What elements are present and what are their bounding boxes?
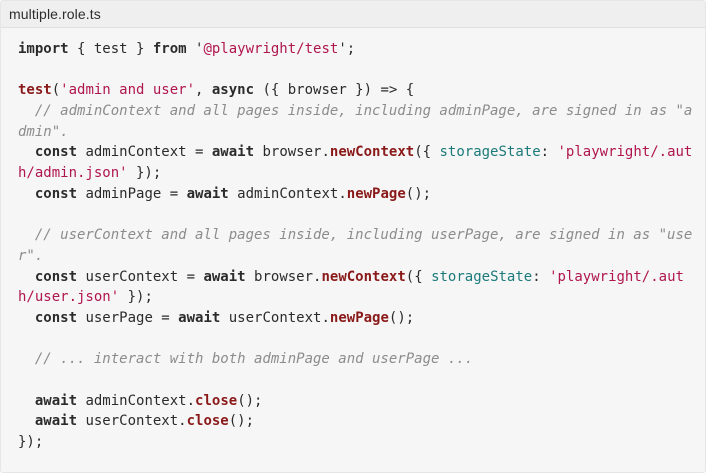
code-line: h/user.json' }); <box>18 287 692 308</box>
code-token: adminPage = <box>77 185 187 202</box>
code-token: await <box>34 392 78 409</box>
code-token: }); <box>18 434 44 451</box>
code-line: }); <box>18 432 692 453</box>
code-token: close <box>195 392 238 409</box>
code-token: 'playwright/.aut <box>549 268 684 285</box>
code-token: const <box>34 185 78 202</box>
code-token: await <box>203 268 246 285</box>
code-line <box>18 205 692 226</box>
code-token: (); <box>228 413 255 430</box>
code-token: adminContext. <box>228 185 347 202</box>
code-token: storageState <box>431 268 533 285</box>
code-token: newPage <box>329 309 389 326</box>
code-token: const <box>34 309 78 326</box>
code-token: ({ browser }) => { <box>254 82 415 99</box>
code-token: adminContext = <box>77 144 212 161</box>
code-token <box>18 393 35 409</box>
code-token: await <box>211 144 255 161</box>
code-token: newContext <box>321 268 406 285</box>
code-line: // ... interact with both adminPage and … <box>18 349 692 370</box>
code-token: 'admin and user' <box>60 82 196 99</box>
code-token <box>18 144 35 160</box>
code-token: browser. <box>254 144 330 161</box>
code-token <box>18 186 35 202</box>
code-token: '; <box>338 41 356 57</box>
code-token: 'playwright/.aut <box>557 144 693 161</box>
code-token: // adminContext and all pages inside, in… <box>18 103 693 120</box>
code-content[interactable]: import { test } from '@playwright/test';… <box>18 39 692 453</box>
code-line: await adminContext.close(); <box>18 391 692 412</box>
code-token: // ... interact with both adminPage and … <box>18 351 474 368</box>
code-line: const adminContext = await browser.newCo… <box>18 142 693 163</box>
code-line <box>18 60 692 81</box>
code-token: async <box>211 82 255 99</box>
code-token: newContext <box>329 144 415 161</box>
code-token: r". <box>18 247 44 264</box>
code-token: (); <box>388 309 415 326</box>
code-token: newPage <box>346 185 406 202</box>
code-token: from <box>152 41 187 57</box>
code-token: browser. <box>245 268 322 285</box>
code-line: r". <box>18 246 692 267</box>
code-token: storageState <box>439 144 541 161</box>
code-token: adminContext. <box>77 392 196 409</box>
code-line: const userContext = await browser.newCon… <box>18 267 692 288</box>
code-line: dmin". <box>18 122 692 143</box>
code-token: userPage = <box>77 309 179 326</box>
code-token: ( <box>51 82 61 99</box>
code-token: (); <box>405 185 432 202</box>
code-token: await <box>178 309 221 326</box>
code-line: // adminContext and all pages inside, in… <box>18 101 692 122</box>
code-line: await userContext.close(); <box>18 411 692 432</box>
code-token: await <box>34 413 78 430</box>
code-token: { test } <box>68 41 153 57</box>
code-token: userContext = <box>77 268 204 285</box>
code-token: const <box>34 268 78 285</box>
code-token: @playwright/test <box>203 41 339 57</box>
code-token: , <box>195 82 212 99</box>
code-token <box>18 310 35 326</box>
code-token <box>18 269 35 285</box>
code-token: test <box>18 82 52 99</box>
code-line: const userPage = await userContext.newPa… <box>18 308 692 329</box>
filename-label: multiple.role.ts <box>9 6 101 22</box>
code-token: ({ <box>414 144 440 161</box>
code-token: await <box>186 185 229 202</box>
code-token: : <box>532 268 550 285</box>
code-token: import <box>18 41 69 57</box>
code-token: const <box>34 144 78 161</box>
code-token: h/user.json' <box>18 289 120 306</box>
code-token <box>18 413 35 429</box>
code-line: const adminPage = await adminContext.new… <box>18 184 692 205</box>
code-token: userContext. <box>220 309 330 326</box>
code-token: }); <box>127 165 162 182</box>
code-line: h/admin.json' }); <box>18 163 692 184</box>
code-line: test('admin and user', async ({ browser … <box>18 80 692 101</box>
code-line: // userContext and all pages inside, inc… <box>18 225 692 246</box>
code-line <box>18 329 692 350</box>
code-line: import { test } from '@playwright/test'; <box>18 39 692 60</box>
code-token: h/admin.json' <box>18 165 128 182</box>
code-token: // userContext and all pages inside, inc… <box>18 227 693 244</box>
code-token: }); <box>119 289 153 306</box>
code-token: ' <box>186 41 204 57</box>
code-block-header: multiple.role.ts <box>1 1 705 28</box>
code-token: (); <box>237 392 263 409</box>
code-token: close <box>186 413 229 430</box>
code-token: userContext. <box>77 413 187 430</box>
code-line <box>18 370 692 391</box>
code-token: dmin". <box>18 123 69 140</box>
code-token: ({ <box>405 268 432 285</box>
code-token: : <box>540 144 558 161</box>
